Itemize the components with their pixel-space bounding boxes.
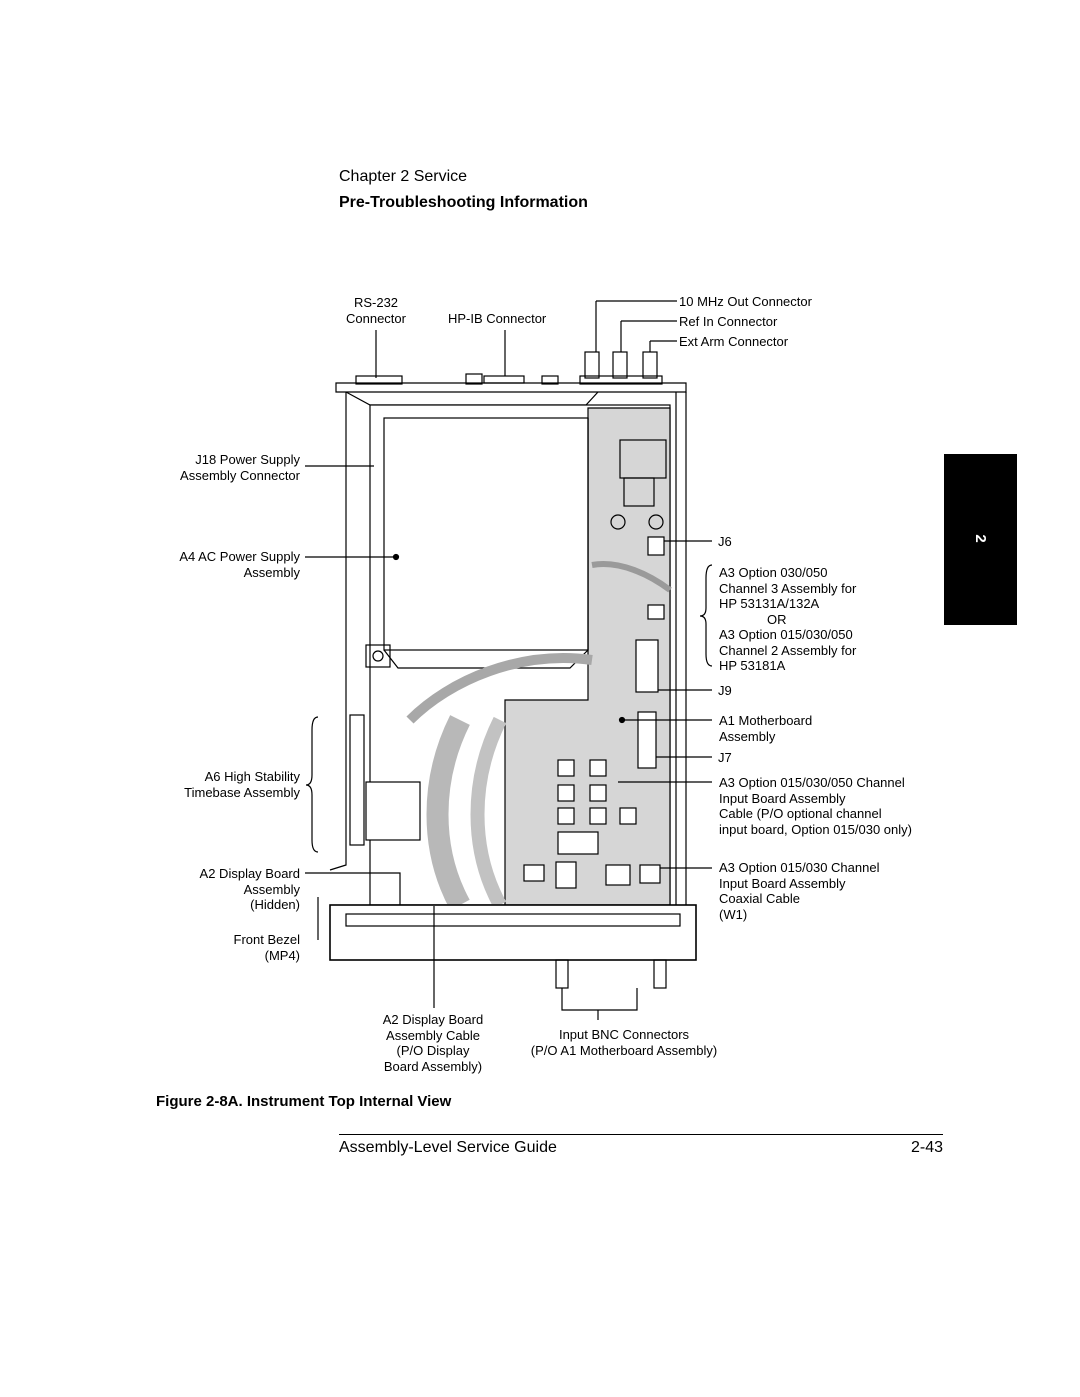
label-front-bezel: Front Bezel(MP4) [233, 932, 300, 963]
label-a3-channel-assembly: A3 Option 030/050 Channel 3 Assembly for… [719, 565, 857, 673]
footer-rule [339, 1134, 943, 1135]
label-j9: J9 [718, 683, 732, 698]
label-hpib-connector: HP-IB Connector [448, 311, 547, 326]
label-10mhz-out-connector: 10 MHz Out Connector [679, 294, 812, 309]
label-a3-coaxial-cable: A3 Option 015/030 Channel Input Board As… [719, 860, 880, 922]
label-j6: J6 [718, 534, 732, 549]
chapter-heading: Chapter 2 Service [339, 168, 468, 185]
figure-caption: Figure 2-8A. Instrument Top Internal Vie… [156, 1093, 452, 1110]
chapter-tab: 2 [944, 454, 1017, 625]
page-number: 2-43 [910, 1139, 943, 1156]
label-a3-input-board-cable: A3 Option 015/030/050 Channel Input Boar… [719, 775, 912, 837]
label-input-bnc-connectors: Input BNC Connectors(P/O A1 Motherboard … [530, 1027, 718, 1058]
label-a2-display-board-cable: A2 Display Board Assembly Cable (P/O Dis… [382, 1012, 484, 1074]
label-ext-arm-connector: Ext Arm Connector [679, 334, 789, 349]
label-ref-in-connector: Ref In Connector [679, 314, 778, 329]
label-j7: J7 [718, 750, 732, 765]
section-heading: Pre-Troubleshooting Information [339, 194, 588, 211]
footer-title: Assembly-Level Service Guide [339, 1139, 557, 1156]
